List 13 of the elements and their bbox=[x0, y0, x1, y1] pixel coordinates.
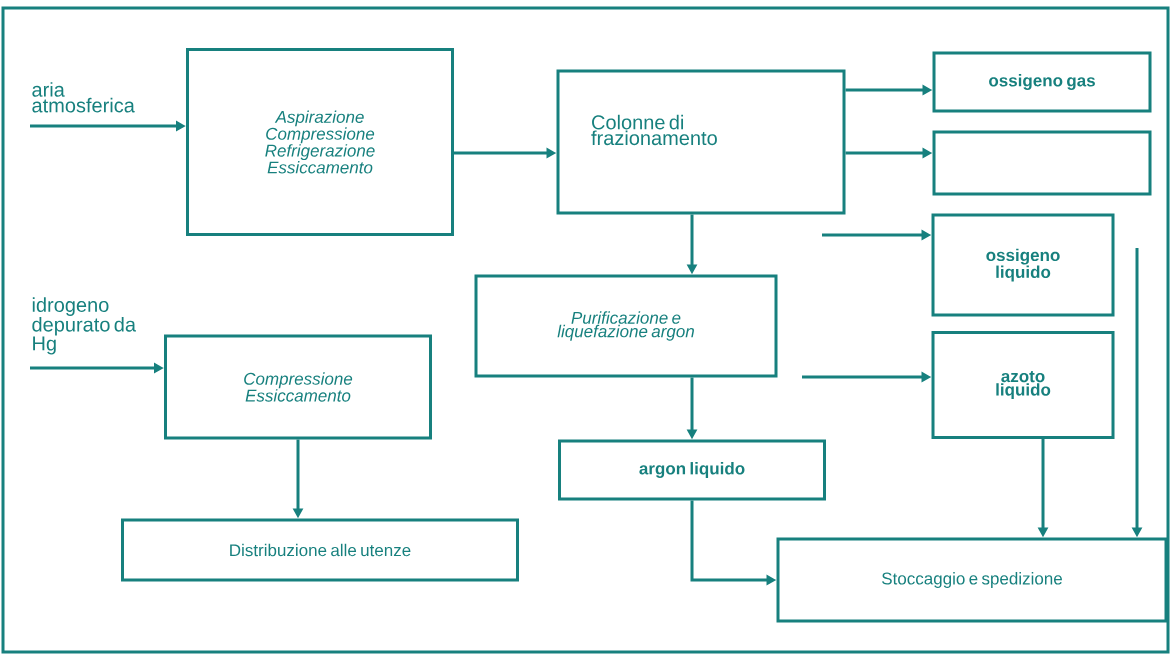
product-box: ossigeno gas bbox=[932, 51, 1152, 113]
input-label: aria atmosferica bbox=[32, 82, 135, 113]
process-box: Purificazione e liquefazione argon bbox=[474, 274, 778, 378]
process-box: Stoccaggio e spedizione bbox=[776, 537, 1168, 623]
input-label: idrogeno depurato da Hg bbox=[32, 297, 136, 355]
product-box: ossigeno liquido bbox=[931, 213, 1115, 317]
product-box: argon liquido bbox=[558, 439, 826, 501]
process-box: Distribuzione alle utenze bbox=[121, 518, 519, 582]
process-box: Aspirazione Compressione Refrigerazione Essiccamento bbox=[186, 48, 454, 236]
process-box: Colonne di frazionamento bbox=[556, 69, 846, 215]
product-box: azoto liquido bbox=[931, 331, 1115, 439]
empty-box bbox=[932, 130, 1152, 196]
process-box: Compressione Essiccamento bbox=[164, 334, 432, 440]
